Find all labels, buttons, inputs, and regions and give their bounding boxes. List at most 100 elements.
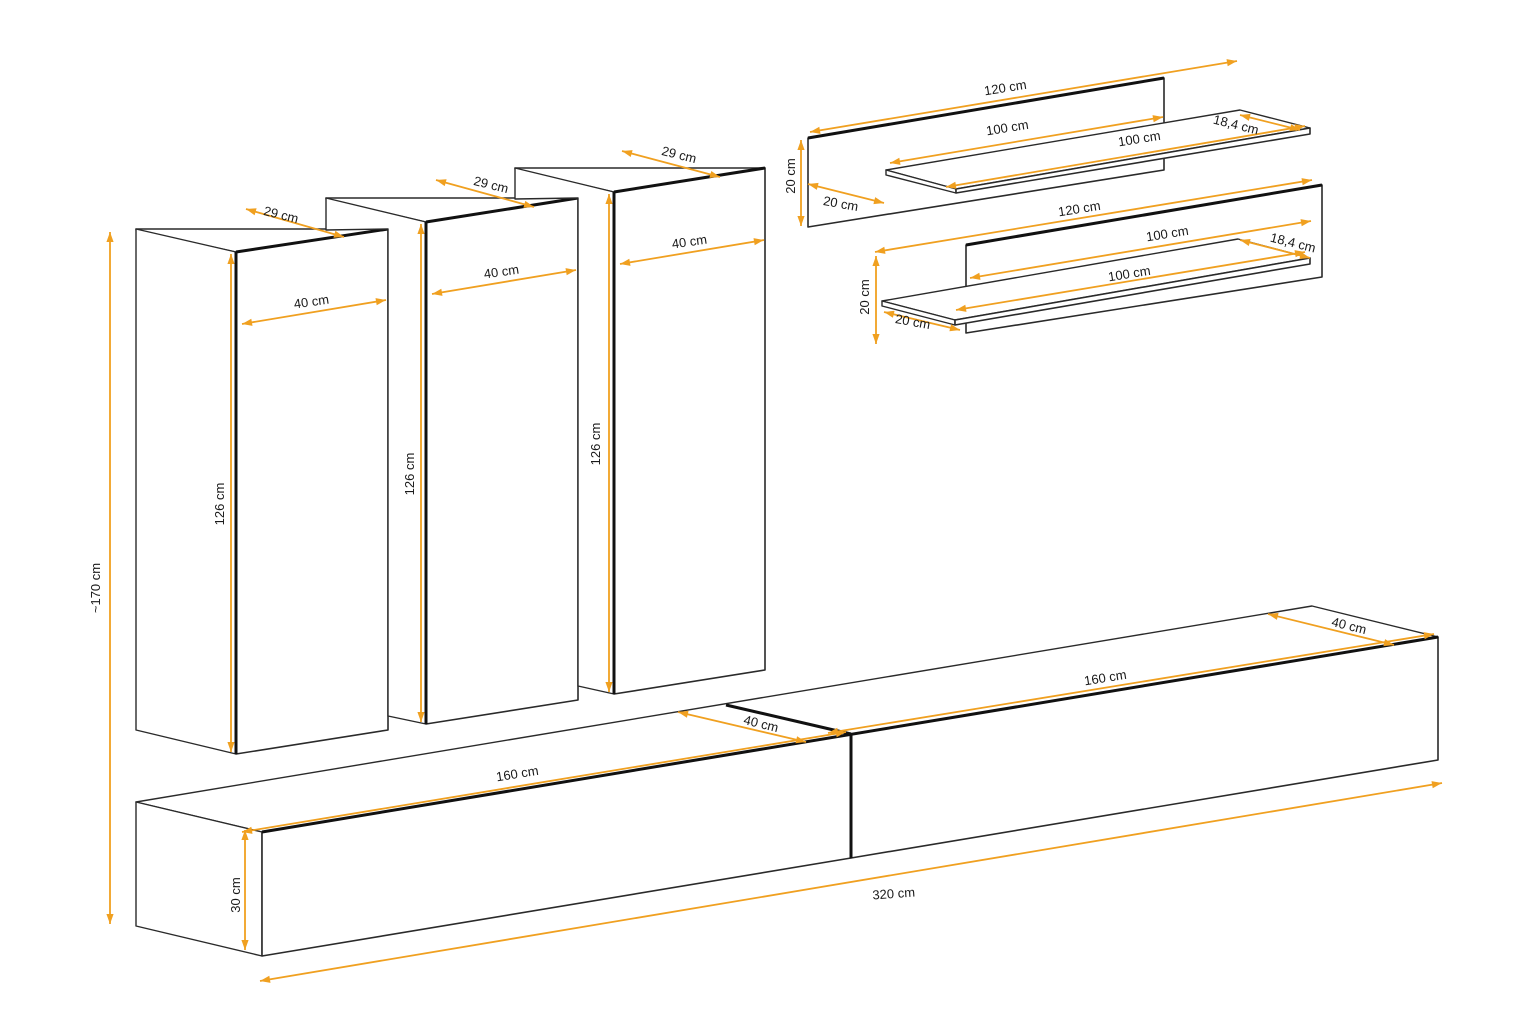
wall-shelf-1-board-front-label: 100 cm xyxy=(1117,128,1161,149)
wall-shelf-2-side-label: 20 cm xyxy=(894,311,931,332)
wall-shelf-2-panel-top-edge xyxy=(965,183,1323,247)
total-height-dim-arrow-end xyxy=(106,914,114,924)
tall-cabinet-3-height-label: 126 cm xyxy=(588,423,603,466)
total-height-label: ~170 cm xyxy=(88,563,103,613)
tall-cabinet-1-height-dim-arrow-start xyxy=(227,254,235,264)
lowboard-left-width-dim xyxy=(241,731,847,833)
wall-shelf-2-board-front-dim-arrow-start xyxy=(956,304,967,312)
wall-shelf-1-side-label: 20 cm xyxy=(822,193,859,214)
tall-cabinet-2-width-dim xyxy=(431,269,577,295)
wall-shelf-1-height-label: 20 cm xyxy=(783,158,798,193)
total-width-dim-arrow-end xyxy=(1431,781,1442,789)
lowboard-left-height-dim-arrow-end xyxy=(241,940,249,950)
lowboard-right-width-dim-arrow-end xyxy=(1423,632,1434,640)
tall-cabinet-3-front-edge xyxy=(613,166,766,194)
wall-shelf-2-board-back-dim-arrow-end xyxy=(1300,219,1311,227)
tall-cabinet-3-width-dim xyxy=(619,239,765,265)
tall-cabinet-2-height-dim-arrow-end xyxy=(417,712,425,722)
lowboard-right-depth-dim-arrow-end xyxy=(1383,639,1394,647)
wall-shelf-1-board-back-dim xyxy=(889,116,1164,164)
tall-cabinet-1-depth-dim xyxy=(245,208,345,238)
tall-cabinet-3 xyxy=(514,166,766,695)
tall-cabinet-3-height-dim-arrow-end xyxy=(605,682,613,692)
wall-shelf-1-board-front-dim-arrow-start xyxy=(946,181,957,189)
lowboard-left-width-label: 160 cm xyxy=(495,763,539,784)
wall-shelf-1-board-back-dim-arrow-end xyxy=(1152,115,1163,123)
wall-shelf-1-panel-width-dim-arrow-start xyxy=(810,126,821,134)
tall-cabinet-3-width-dim-arrow-start xyxy=(620,258,631,266)
wall-shelf-1-depth-dim-arrow-start xyxy=(1240,113,1251,121)
wall-shelf-2-board-back-dim xyxy=(969,220,1312,279)
wall-shelf-2-height-label: 20 cm xyxy=(857,279,872,314)
dimension-lines xyxy=(106,59,1443,983)
wall-shelf-1-panel-top-edge xyxy=(807,76,1165,140)
total-height-dim-arrow-start xyxy=(106,232,114,242)
wall-shelf-1-board-back-dim-arrow-start xyxy=(890,157,901,165)
wall-shelf-2-side-dim-arrow-end xyxy=(949,324,960,332)
wall-shelf-2-board-front-label: 100 cm xyxy=(1107,263,1151,284)
dimension-labels: 29 cm 40 cm 126 cm 29 cm 40 cm 126 cm 29… xyxy=(88,77,1368,913)
wall-shelf-1-board-back-label: 100 cm xyxy=(985,117,1029,138)
wall-shelf-1-board-front xyxy=(955,127,1311,194)
wall-shelf-1-panel-width-dim-arrow-end xyxy=(1226,59,1237,67)
tall-cabinet-3-depth-dim-arrow-end xyxy=(709,171,720,178)
tall-cabinet-1-width-dim-arrow-end xyxy=(375,298,386,306)
tall-cabinet-1-depth-dim-arrow-start xyxy=(246,208,257,216)
wall-shelf-2-panel-width-dim xyxy=(874,179,1313,253)
total-width-label: 320 cm xyxy=(872,885,916,903)
tall-cabinet-2-width-dim-arrow-start xyxy=(432,288,443,296)
tall-cabinet-1-front-edge xyxy=(235,227,389,254)
lowboards xyxy=(135,605,1439,957)
wall-shelf-1-depth-dim xyxy=(1239,114,1301,131)
wall-shelf-2-board-front-dim xyxy=(955,251,1306,311)
lowboard-left-depth-dim xyxy=(677,711,807,743)
lowboard-right-width-label: 160 cm xyxy=(1083,667,1127,688)
tall-cabinet-1-height-label: 126 cm xyxy=(212,483,227,526)
lowboard-left-width-dim-arrow-end xyxy=(835,730,846,738)
tall-cabinet-2-depth-label: 29 cm xyxy=(472,173,510,196)
lowboard-top-joint xyxy=(725,703,852,736)
wall-shelf-2-board-back-label: 100 cm xyxy=(1145,223,1189,244)
wall-shelf-1-height-dim-arrow-end xyxy=(797,216,805,226)
wall-shelf-1-side-dim xyxy=(807,183,885,204)
wall-shelf-2-depth-dim-arrow-start xyxy=(1240,239,1251,246)
lowboard-left-depth-dim-arrow-start xyxy=(678,710,689,718)
tall-cabinet-2 xyxy=(325,196,579,725)
lowboard-right-depth-dim-arrow-start xyxy=(1268,612,1279,620)
total-width-dim-arrow-start xyxy=(260,975,271,983)
wall-shelf-2-board-front xyxy=(954,257,1311,326)
tall-cabinet-2-width-dim-arrow-end xyxy=(565,268,576,276)
tall-cabinet-3-width-label: 40 cm xyxy=(671,232,708,252)
wall-shelf-1-depth-dim-arrow-end xyxy=(1289,124,1300,132)
wall-shelf-2-height-dim-arrow-end xyxy=(872,334,880,344)
wall-shelf-1-panel-width-dim xyxy=(809,60,1238,133)
tall-cabinet-2-depth-dim xyxy=(435,179,535,208)
wall-shelf-1-side-dim-arrow-end xyxy=(873,197,884,205)
wall-shelf-1-board-front-dim xyxy=(945,125,1306,188)
wall-shelf-2-side-dim-arrow-start xyxy=(884,310,895,318)
tall-cabinet-1-width-dim-arrow-start xyxy=(242,318,253,326)
tall-cabinet-3-width-dim-arrow-end xyxy=(753,238,764,246)
tall-cabinet-1-height-dim-arrow-end xyxy=(227,742,235,752)
tall-cabinet-2-width-label: 40 cm xyxy=(483,262,520,282)
wall-shelf-2-side-dim xyxy=(883,311,961,331)
tall-cabinet-2-height-label: 126 cm xyxy=(402,453,417,496)
tall-cabinet-1-depth-dim-arrow-end xyxy=(333,230,344,238)
tall-cabinet-2-depth-dim-arrow-start xyxy=(436,179,447,187)
lowboard-left-height-dim-arrow-start xyxy=(241,830,249,840)
wall-shelf-2-depth-dim-arrow-end xyxy=(1299,252,1310,259)
tall-cabinet-1-width-dim xyxy=(241,299,387,325)
tall-cabinet-1-depth-label: 29 cm xyxy=(262,203,300,226)
tall-cabinet-3-depth-dim xyxy=(621,150,721,178)
tall-cabinet-2-front-edge xyxy=(425,196,579,224)
total-width-dim xyxy=(259,782,1443,982)
wall-shelf-2-board-back-dim-arrow-start xyxy=(970,272,981,280)
wall-shelf-1-height-dim-arrow-start xyxy=(797,140,805,150)
wall-shelf-1-side-dim-arrow-start xyxy=(808,182,819,190)
wall-shelf-2-panel-width-label: 120 cm xyxy=(1057,198,1101,219)
wall-shelf-1 xyxy=(807,76,1311,228)
tall-cabinet-1 xyxy=(135,227,389,755)
tall-cabinet-3-depth-dim-arrow-start xyxy=(622,150,633,157)
wall-shelf-2 xyxy=(881,183,1323,334)
tall-cabinet-2-height-dim-arrow-start xyxy=(417,224,425,234)
